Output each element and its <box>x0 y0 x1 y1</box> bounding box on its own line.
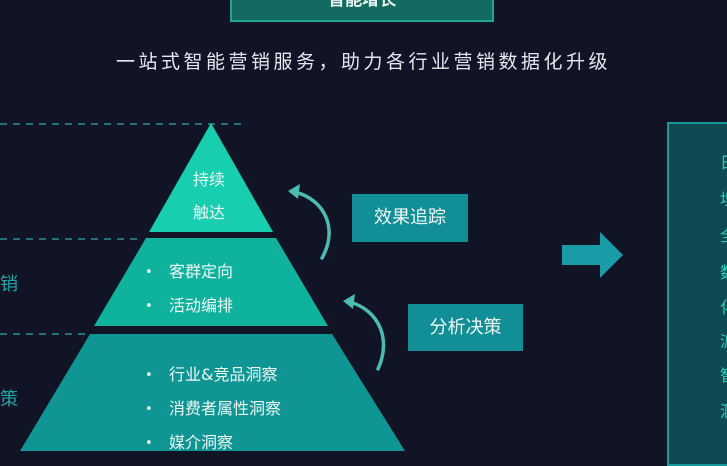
curved-arrow-tracking <box>293 190 331 260</box>
right-panel-item: 洞 <box>720 398 727 422</box>
list-item: 媒介洞察 <box>145 426 281 460</box>
tier-top-line: 触达 <box>193 203 226 222</box>
tier-top-text: 持续 触达 <box>193 163 225 229</box>
right-panel-item: 埋 <box>720 186 727 210</box>
right-panel-item: 化 <box>720 294 727 318</box>
right-arrow-icon <box>562 232 623 278</box>
tier-top-line: 持续 <box>193 170 226 189</box>
tag-analysis: 分析决策 <box>408 304 523 351</box>
list-item: 活动编排 <box>145 289 233 323</box>
side-label-middle: 营销 <box>0 274 18 295</box>
side-label-bottom: 决策 <box>0 389 18 410</box>
list-item: 行业&竞品洞察 <box>145 358 281 392</box>
arrowhead-tracking-icon <box>288 184 300 199</box>
right-panel: 日 埋 全 数 化 派 智 洞 <box>667 122 727 466</box>
pyramid-tier-top <box>149 123 273 232</box>
right-panel-item: 日 <box>720 149 727 173</box>
right-panel-item: 派 <box>720 328 727 352</box>
list-item: 客群定向 <box>145 255 233 289</box>
arrowhead-analysis-icon <box>343 294 355 309</box>
right-panel-item: 全 <box>720 222 727 246</box>
tag-tracking: 效果追踪 <box>352 194 468 242</box>
right-panel-item: 智 <box>720 362 727 386</box>
title-box: 智能增长 <box>230 0 494 22</box>
tier-bottom-list: 行业&竞品洞察 消费者属性洞察 媒介洞察 <box>145 358 281 460</box>
subtitle: 一站式智能营销服务，助力各行业营销数据化升级 <box>115 51 611 73</box>
right-panel-item: 数 <box>720 259 727 283</box>
list-item: 消费者属性洞察 <box>145 392 281 426</box>
curved-arrow-analysis <box>348 300 386 371</box>
tier-middle-list: 客群定向 活动编排 <box>145 255 233 323</box>
